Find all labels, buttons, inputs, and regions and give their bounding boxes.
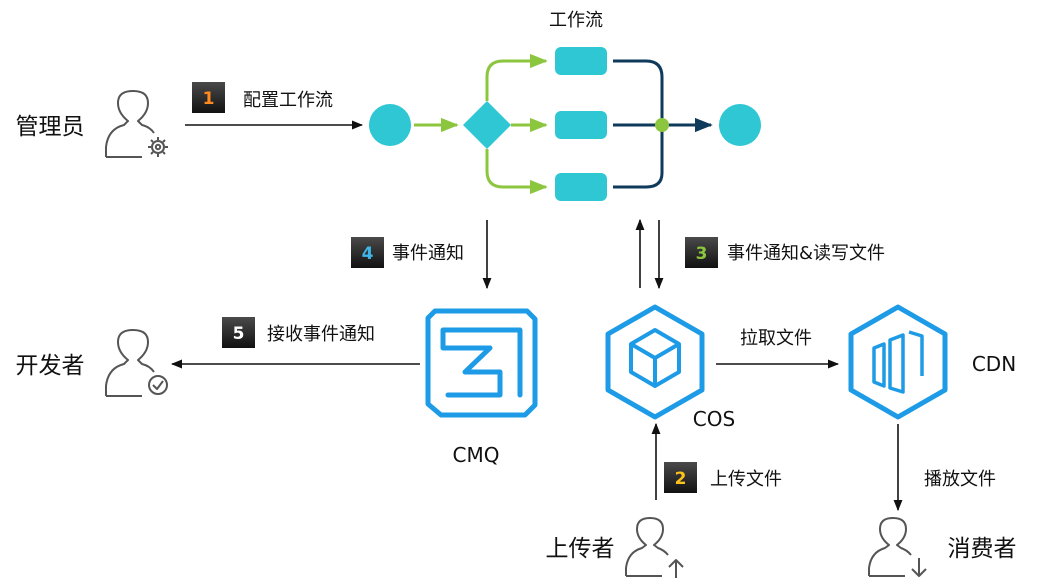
step-5-label: 接收事件通知 [267,324,375,345]
workflow-graph [369,47,761,201]
step-2-number: 2 [675,469,687,489]
step-1-label: 配置工作流 [243,90,333,111]
workflow-end-node [719,104,761,146]
step-1-badge: 1 [192,82,225,113]
workflow-decision-node [463,101,511,149]
step-4-label: 事件通知 [392,243,464,264]
step-3-badge: 3 [685,237,718,268]
cdn-icon [848,304,948,420]
cmq-label: CMQ [453,443,500,467]
workflow-start-node [369,104,411,146]
step-5-number: 5 [233,324,245,344]
developer-label: 开发者 [16,353,85,379]
workflow-title: 工作流 [549,10,603,31]
step-4-badge: 4 [351,237,384,268]
workflow-merge-node [655,118,669,132]
uploader-label: 上传者 [546,536,615,562]
cdn-label: CDN [972,352,1016,376]
workflow-task-middle [555,111,607,139]
admin-label: 管理员 [16,114,85,140]
cos-icon [605,304,705,420]
step-2-label: 上传文件 [710,469,782,490]
uploader-upload-user-icon [625,517,684,578]
branch-top-arrow [485,53,548,101]
play-file-label: 播放文件 [924,469,996,490]
step-5-badge: 5 [222,317,255,348]
consumer-label: 消费者 [948,536,1017,562]
cos-label: COS [693,407,735,431]
admin-gear-user-icon [105,90,168,158]
workflow-task-bottom [555,173,607,201]
developer-check-user-icon [105,329,168,397]
consumer-download-user-icon [868,517,927,577]
workflow-task-top [555,47,607,75]
pull-file-label: 拉取文件 [740,328,812,349]
step-3-number: 3 [696,244,708,264]
step-1-number: 1 [203,89,215,109]
step-4-number: 4 [362,244,374,264]
step-3-label: 事件通知&读写文件 [727,243,885,264]
step-2-badge: 2 [664,462,697,493]
branch-bottom-arrow [485,149,548,195]
cmq-icon [425,308,538,418]
